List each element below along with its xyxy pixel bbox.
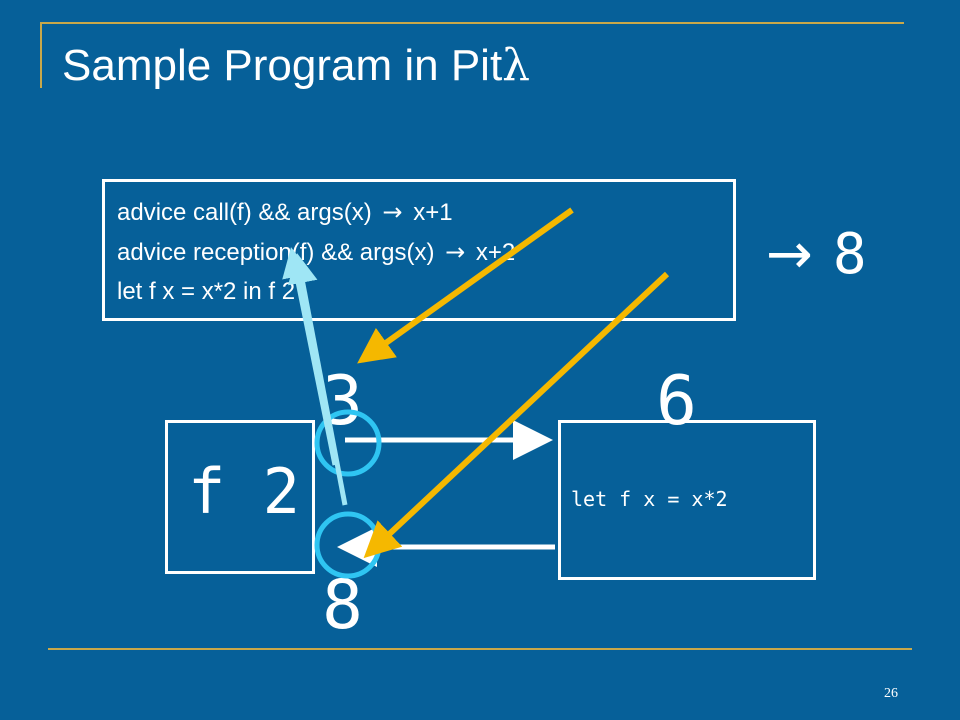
reception-flow-arrow <box>287 253 348 506</box>
code-text: advice reception(f) && args(x) <box>117 239 435 266</box>
let-line: let f x = x*2 in f 2 <box>117 278 295 306</box>
callee-label: let f x = x*2 <box>571 487 728 511</box>
final-result: →8 <box>766 222 867 287</box>
code-text: let f x = x*2 in f 2 <box>117 278 296 305</box>
top-rule <box>40 22 904 24</box>
slide-title: Sample Program in Pitλ <box>62 40 530 91</box>
title-text: Sample Program in Pit <box>62 41 503 90</box>
advice-reception-arrow <box>363 271 670 559</box>
result-value: 8 <box>832 222 867 287</box>
advice-reception-line: advice reception(f) && args(x) → x+2 <box>117 238 515 267</box>
advice-call-arrow <box>357 207 574 364</box>
caller-box: f 2 <box>165 420 315 574</box>
callee-box: let f x = x*2 <box>558 420 816 580</box>
callee-result-value: 6 <box>656 362 697 441</box>
code-box: advice call(f) && args(x) → x+1 advice r… <box>102 179 736 321</box>
lambda-symbol: λ <box>502 40 531 91</box>
left-rule <box>40 22 42 88</box>
call-joinpoint-circle <box>314 409 382 477</box>
bottom-rule <box>48 648 912 650</box>
right-arrow-icon: → <box>445 238 466 266</box>
code-result: x+1 <box>413 199 453 226</box>
returned-value: 8 <box>322 566 363 645</box>
advice-call-line: advice call(f) && args(x) → x+1 <box>117 198 453 227</box>
right-arrow-icon: → <box>382 198 403 226</box>
call-flow-arrow <box>282 247 338 466</box>
page-number: 26 <box>884 686 898 701</box>
result-arrow-icon: → <box>766 222 813 287</box>
caller-label: f 2 <box>188 455 300 528</box>
code-text: advice call(f) && args(x) <box>117 199 372 226</box>
